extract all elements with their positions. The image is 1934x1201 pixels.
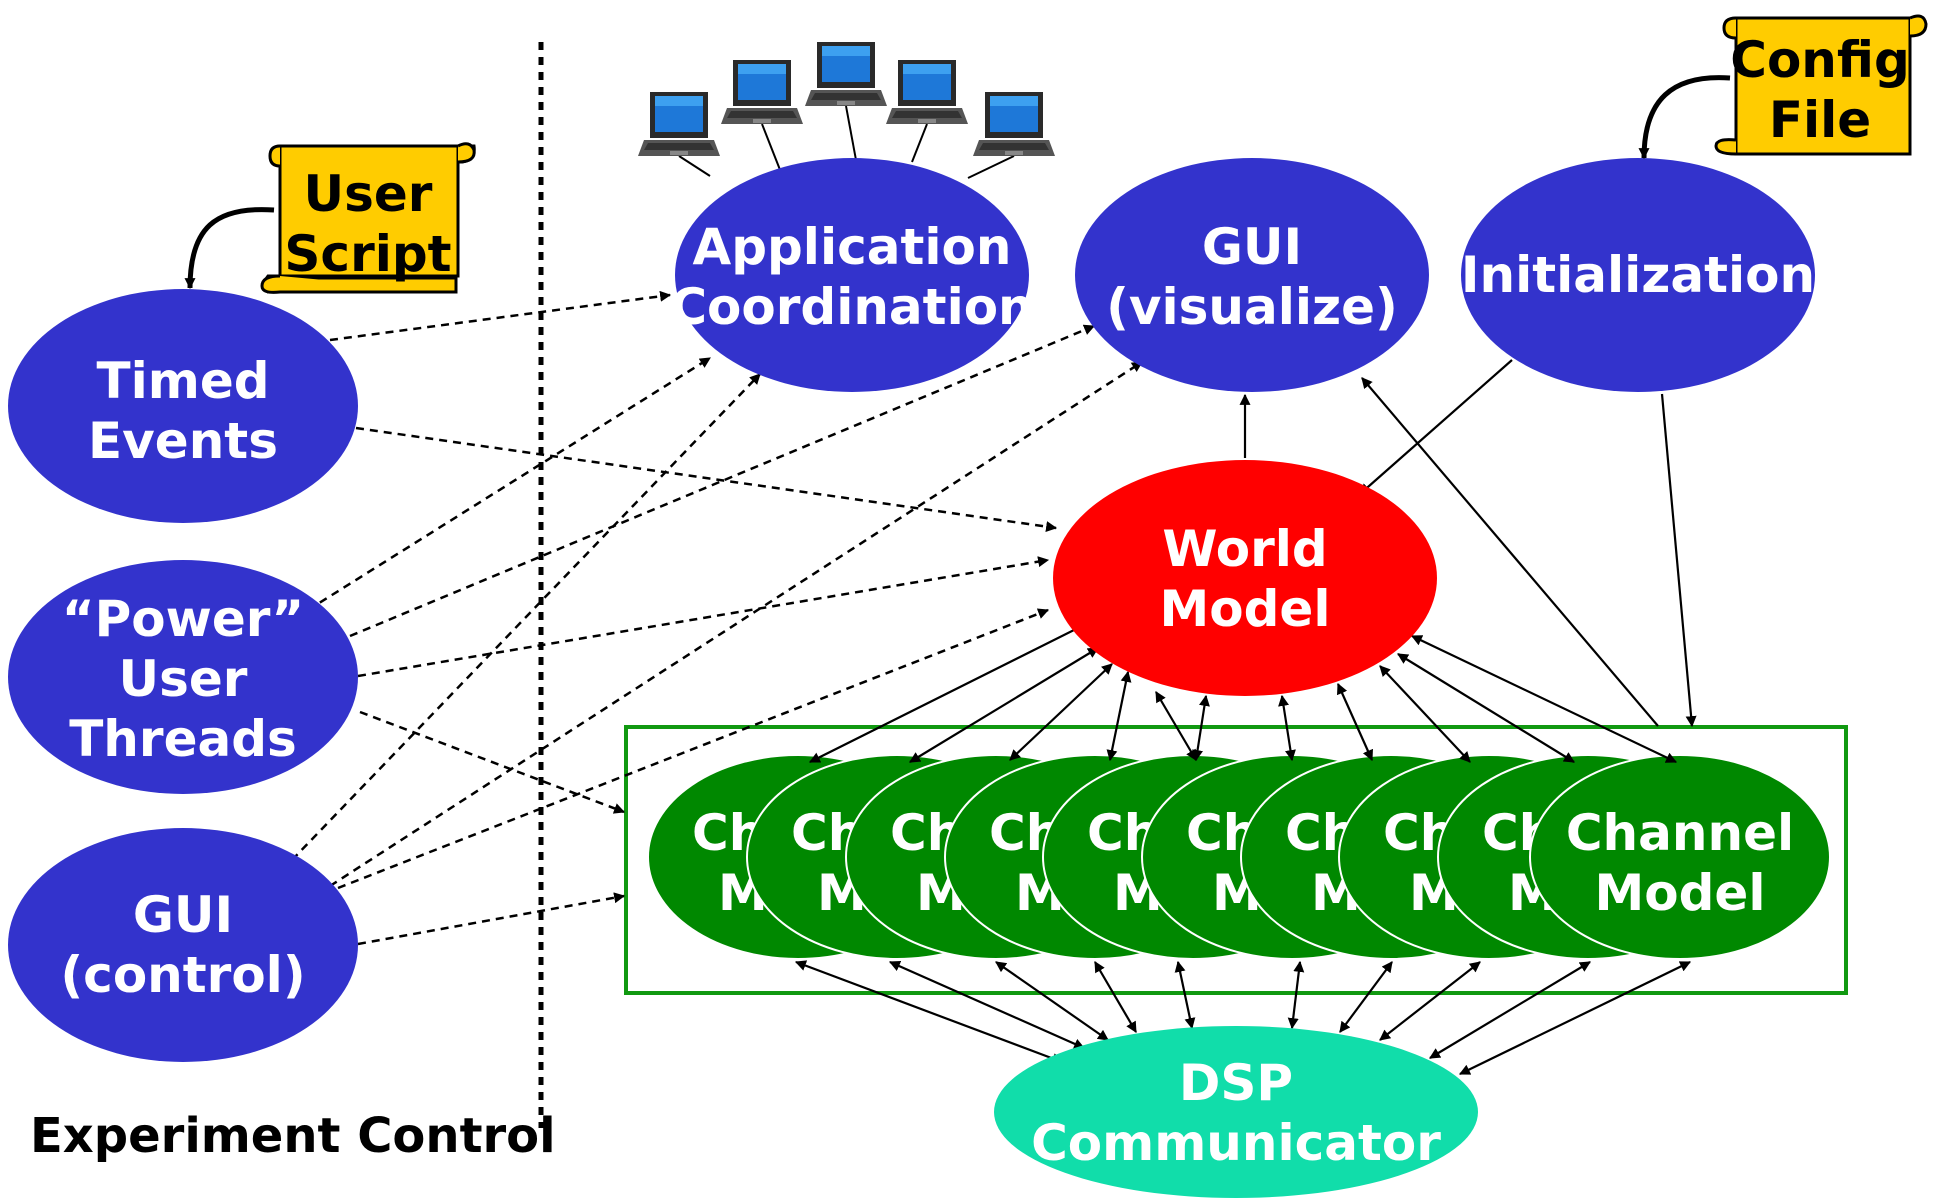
world-model-channel-edge: [1379, 665, 1471, 763]
gui-control-line-1: GUI: [133, 886, 233, 944]
world-model-node: World Model: [1053, 460, 1437, 696]
user-script-line-2: Script: [284, 225, 451, 283]
gui-control-to-application-coordination-edge: [291, 373, 761, 861]
laptop-icon: [973, 92, 1055, 156]
laptop-cluster: [638, 42, 1055, 181]
gui-control-to-gui-visualize-edge: [329, 360, 1143, 888]
scroll-icon: [1714, 14, 1928, 156]
channel-dsp-edge: [1287, 960, 1305, 1030]
laptop-icon: [805, 42, 887, 106]
dsp-communicator-line-2: Communicator: [1031, 1114, 1441, 1172]
power-user-threads-line-2: User: [119, 650, 248, 708]
world-model-line-1: World: [1162, 520, 1327, 578]
dsp-communicator-node: DSP Communicator: [994, 1026, 1478, 1198]
world-model-channel-edge: [1336, 682, 1374, 762]
section-label: Experiment Control: [30, 1108, 556, 1164]
power-user-threads-to-world-model-edge: [357, 556, 1050, 678]
gui-control-node: GUI (control): [8, 828, 358, 1062]
initialization-to-channel-box-edge: [1660, 393, 1697, 728]
channel-model-line-2: Model: [1595, 864, 1766, 922]
config-file-line-2: File: [1769, 91, 1871, 149]
power-user-threads-line-3: Threads: [69, 710, 297, 768]
power-user-threads-line-1: “Power”: [62, 590, 304, 648]
world-model-channel-edge: [1278, 694, 1296, 762]
channel-dsp-edge: [1339, 961, 1393, 1033]
gui-visualize-line-1: GUI: [1202, 218, 1302, 276]
channel-dsp-edge: [888, 960, 1086, 1050]
initialization-to-world-model-edge: [1359, 359, 1513, 495]
world-model-channel-edge: [1009, 663, 1113, 761]
channel-model-container: [624, 725, 1848, 995]
laptop-icon: [886, 60, 968, 124]
gui-visualize-line-2: (visualize): [1106, 278, 1398, 336]
config-file-to-initialization-arrow: [1638, 75, 1731, 160]
application-coordination-line-2: Coordination: [670, 278, 1033, 336]
laptop-wire: [678, 155, 711, 177]
config-file-line-1: Config: [1730, 31, 1910, 89]
power-user-threads-to-application-coordination-edge: [307, 356, 711, 612]
gui-control-to-channel-box-edge: [357, 892, 626, 946]
channel-dsp-edge: [1094, 961, 1137, 1033]
channel-dsp-edge: [794, 960, 1064, 1064]
application-coordination-line-1: Application: [693, 218, 1012, 276]
channel-dsp-edge: [1379, 961, 1481, 1041]
timed-events-to-world-model-edge: [355, 426, 1058, 533]
edges: [291, 290, 1697, 1075]
dsp-communicator-line-1: DSP: [1179, 1054, 1293, 1112]
laptop-icon: [638, 92, 720, 156]
world-model-channel-edge: [1192, 694, 1210, 762]
gui-visualize-node: GUI (visualize): [1075, 158, 1429, 392]
initialization-label: Initialization: [1461, 246, 1815, 304]
power-user-threads-to-channel-box-edge: [359, 710, 626, 814]
initialization-node: Initialization: [1461, 158, 1815, 392]
gui-control-line-2: (control): [60, 946, 305, 1004]
world-model-channel-edge: [809, 623, 1087, 763]
world-model-channel-edge: [1411, 635, 1677, 763]
scroll-icon: [260, 142, 476, 294]
channel-model-line-1: Channel: [1566, 804, 1794, 862]
application-coordination-node: Application Coordination: [670, 158, 1034, 392]
power-user-threads-node: “Power” User Threads: [8, 560, 358, 794]
world-model-channel-edge: [1155, 691, 1197, 761]
timed-events-node: Timed Events: [8, 289, 358, 523]
laptop-wire: [911, 123, 928, 163]
channel-dsp-edge: [995, 961, 1109, 1041]
channel-dsp-edge: [1174, 960, 1196, 1030]
user-script-line-1: User: [304, 165, 433, 223]
timed-events-line-1: Timed: [96, 352, 269, 410]
timed-events-to-application-coordination-edge: [329, 290, 672, 342]
user-script-to-timed-events-arrow: [184, 207, 275, 290]
timed-events-line-2: Events: [88, 412, 278, 470]
world-model-line-2: Model: [1160, 580, 1331, 638]
laptop-wire: [845, 105, 857, 161]
channel-dsp-edge: [1429, 961, 1591, 1059]
channel-dsp-edge: [1459, 961, 1691, 1075]
laptop-icon: [721, 60, 803, 124]
config-file-scroll: Config File: [1714, 14, 1928, 156]
laptop-wire: [967, 155, 1015, 179]
user-script-scroll: User Script: [260, 142, 476, 294]
world-model-channel-edge: [1106, 670, 1132, 762]
